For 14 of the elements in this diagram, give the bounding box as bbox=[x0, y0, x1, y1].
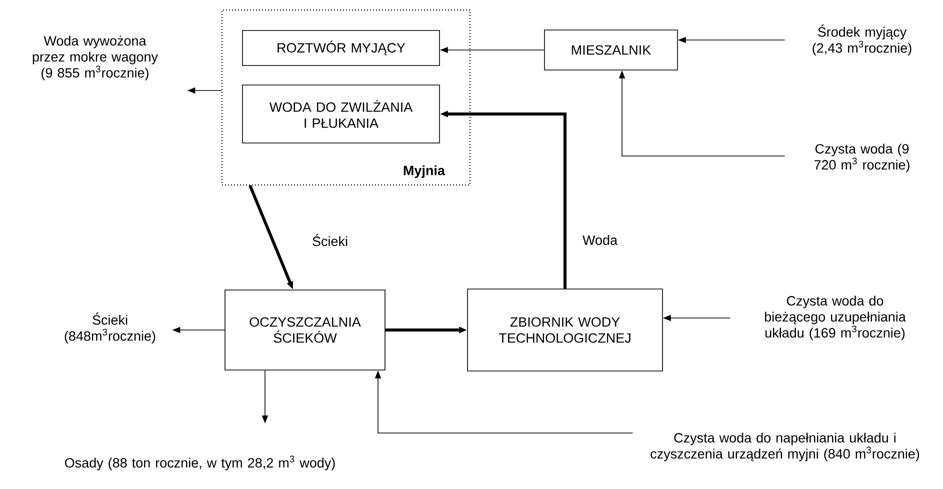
flow-label: Osady (88 ton rocznie, w tym 28,2 m$^{3}$ wody) bbox=[64, 456, 335, 470]
flow-label: Środek myjący (2,43 m$^{3}$rocznie) bbox=[812, 24, 912, 56]
process-box: ROZTWÓR MYJĄCY bbox=[242, 30, 440, 66]
process-box: WODA DO ZWILŻANIA I PŁUKANIA bbox=[242, 84, 440, 144]
flow-label: Czysta woda (9 720 m$^{3}$ rocznie) bbox=[814, 144, 910, 172]
flow-label: Ścieki (848m$^{3}$rocznie) bbox=[64, 312, 156, 344]
flow-label: Czysta woda do bieżącego uzupełniania układu (169 m$^{3}$rocznie) bbox=[764, 296, 906, 340]
process-box: MIESZALNIK bbox=[544, 30, 678, 70]
flow-label: Woda wywożona przez mokre wagony (9 855 m$^{3}$rocznie) bbox=[32, 36, 158, 80]
edge-label: Woda bbox=[580, 233, 620, 247]
process-box: OCZYSZCZALNIA ŚCIEKÓW bbox=[224, 290, 386, 370]
edge-label: Ścieki bbox=[310, 232, 350, 248]
flow-label: Czysta woda do napełniania układu i czyszczenia urządzeń myjni (840 m$^{3}$rocznie) bbox=[650, 432, 920, 462]
process-box: ZBIORNIK WODY TECHNOLOGICZNEJ bbox=[467, 288, 663, 372]
